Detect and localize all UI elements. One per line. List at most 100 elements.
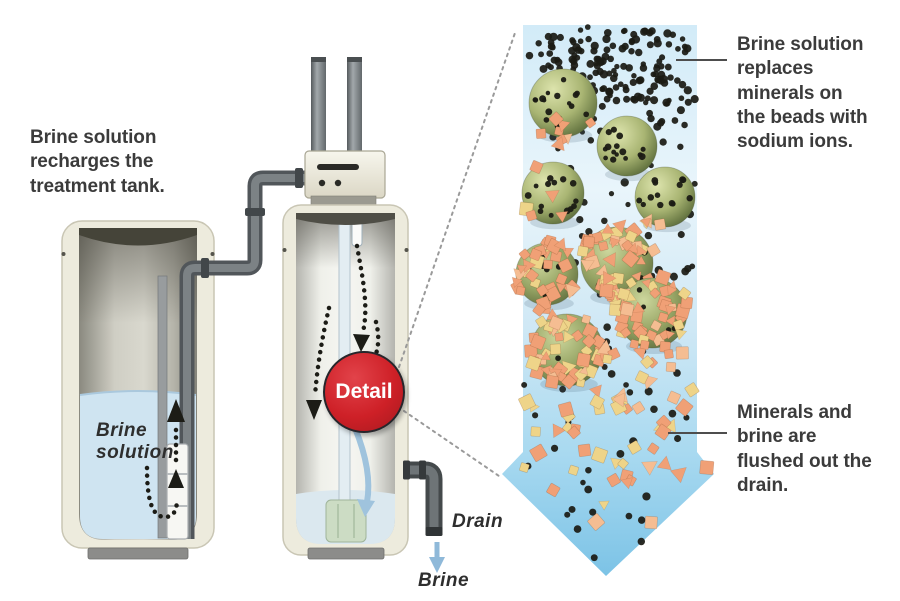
- bead-ion-dot: [524, 192, 532, 199]
- mineral-crystal: [620, 477, 633, 490]
- mineral-crystal: [525, 268, 539, 283]
- sodium-ion-dot: [676, 106, 685, 115]
- water-flow-arrow-shaft: [352, 425, 372, 505]
- mineral-crystal: [558, 401, 574, 418]
- mineral-crystal: [675, 398, 694, 417]
- mineral-crystal: [588, 384, 602, 399]
- sodium-ion-dot: [554, 56, 561, 63]
- shell-rivet: [210, 252, 215, 256]
- pipe-collar: [419, 460, 426, 480]
- sodium-ion-dot: [623, 95, 631, 103]
- bead-ion-dot: [543, 117, 550, 123]
- sodium-ion-dot: [646, 87, 654, 95]
- sodium-ion-dot: [617, 81, 624, 88]
- sodium-ion-dot: [677, 231, 685, 239]
- sodium-ion-dot: [580, 479, 586, 486]
- flow-arrow-up: [167, 399, 185, 422]
- mineral-crystal: [546, 482, 561, 498]
- bead-ion-dot: [567, 206, 574, 213]
- sodium-ion-dot: [539, 65, 548, 73]
- pickup-tube: [157, 275, 168, 539]
- mineral-crystal: [632, 345, 648, 360]
- mineral-crystal: [654, 423, 672, 441]
- sodium-ion-dot: [601, 364, 608, 370]
- outlet-pipe-cap: [347, 57, 362, 62]
- sodium-ion-dot: [577, 38, 584, 45]
- sodium-ion-dot: [631, 73, 637, 79]
- mineral-crystal: [663, 349, 674, 360]
- sodium-ion-dot: [568, 505, 576, 513]
- brine-line-inner-highlight: [183, 264, 214, 539]
- mineral-crystal: [684, 382, 700, 398]
- bead-ion-dot: [670, 201, 676, 207]
- resin-beads-layer: [510, 68, 696, 393]
- mineral-crystal: [555, 211, 569, 223]
- mineral-crystal: [620, 327, 632, 338]
- mineral-crystal: [529, 160, 544, 174]
- mineral-crystal: [653, 218, 667, 231]
- mineral-crystal: [598, 500, 610, 511]
- sodium-ion-dot: [584, 485, 593, 494]
- mineral-crystal: [571, 329, 584, 342]
- valve-slot: [317, 164, 359, 170]
- mineral-crystal: [602, 354, 613, 364]
- sodium-ion-dot: [675, 46, 681, 52]
- bead-ion-dot: [545, 90, 551, 96]
- resin-bead: [576, 219, 661, 307]
- detail-badge-label: Detail: [335, 380, 393, 403]
- sodium-ion-dot: [585, 466, 592, 474]
- sodium-ion-dot: [578, 47, 585, 55]
- caption-brine-replaces: Brine solution replaces minerals on the …: [737, 34, 868, 153]
- mineral-crystal: [664, 304, 677, 316]
- sodium-ion-dot: [538, 51, 545, 58]
- mineral-crystal: [530, 426, 541, 437]
- pipe-collar: [403, 460, 410, 480]
- mineral-crystal: [602, 252, 617, 268]
- flow-dots-center: [354, 243, 368, 335]
- drain-pipe-tip: [425, 527, 443, 536]
- sodium-ion-dot: [593, 55, 601, 63]
- bead-ion-dot: [623, 155, 629, 161]
- brine-tank: [61, 220, 215, 560]
- flow-arrow-down: [306, 400, 322, 420]
- mineral-crystal: [632, 301, 646, 313]
- sodium-ion-dot: [637, 516, 646, 524]
- bead-ion-dot: [610, 156, 617, 163]
- sodium-ion-dot: [608, 191, 615, 197]
- sodium-ion-dot: [614, 63, 620, 70]
- mineral-crystal: [644, 515, 658, 530]
- mineral-crystal: [543, 259, 553, 270]
- sodium-ion-dot: [573, 525, 582, 533]
- valve-dot: [334, 179, 342, 187]
- drain-pipe: [403, 460, 445, 573]
- sodium-ion-dot: [689, 263, 696, 270]
- flow-dots-left: [312, 305, 332, 399]
- mineral-crystal: [667, 284, 678, 297]
- mineral-crystal: [639, 339, 650, 350]
- sodium-ion-dot: [623, 382, 629, 388]
- bead-ion-dot: [603, 155, 608, 161]
- sodium-ion-dot: [603, 46, 611, 54]
- mineral-crystal: [640, 355, 654, 369]
- sodium-ion-dot: [590, 554, 598, 562]
- mineral-crystal: [532, 303, 546, 317]
- sodium-ion-dot: [544, 32, 553, 41]
- bead-ion-dot: [679, 176, 686, 183]
- sodium-ion-dot: [576, 215, 584, 224]
- sodium-ion-dot: [571, 52, 578, 59]
- interior-top-rim: [296, 213, 395, 225]
- detail-panel: [502, 24, 727, 576]
- sodium-ion-dot: [650, 405, 658, 414]
- sodium-ion-dot: [653, 64, 661, 73]
- shell-rivet: [61, 252, 66, 256]
- bead-ion-dot: [555, 355, 561, 362]
- mineral-crystal: [617, 458, 629, 470]
- mineral-crystal: [552, 423, 567, 439]
- mineral-crystal: [672, 319, 685, 332]
- mineral-crystal: [656, 455, 672, 471]
- sodium-ion-dot: [606, 70, 613, 77]
- sodium-ion-dot: [625, 64, 633, 72]
- bead-ion-dot: [638, 153, 646, 161]
- bead-ion-dot: [554, 92, 561, 100]
- mineral-crystal: [557, 258, 573, 274]
